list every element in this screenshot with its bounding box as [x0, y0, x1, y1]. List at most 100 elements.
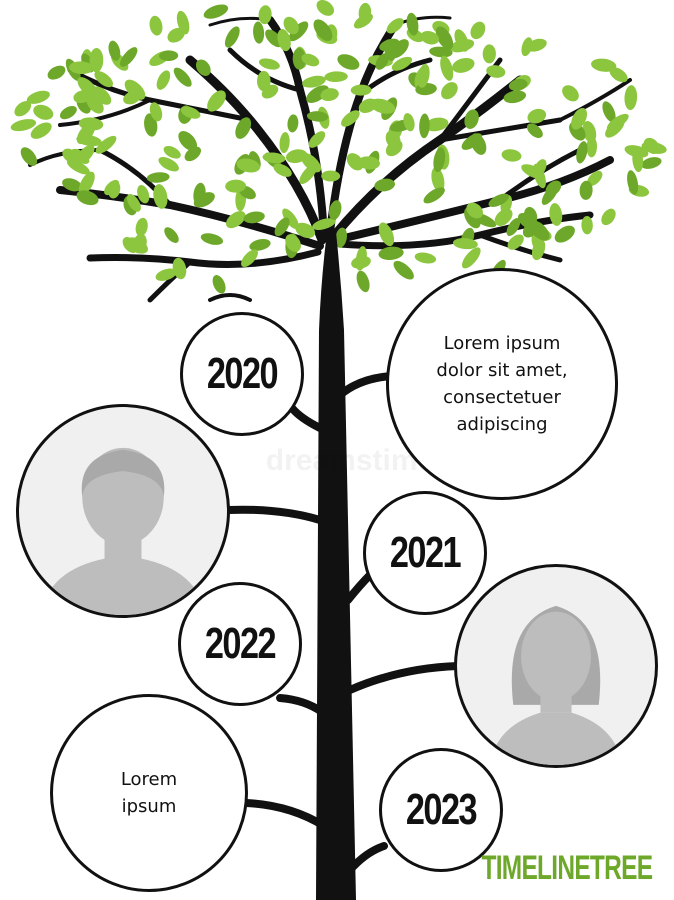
avatar-female — [454, 564, 658, 768]
leaf — [632, 147, 644, 173]
leaf — [167, 27, 185, 43]
leaf — [200, 233, 224, 245]
leaf — [586, 136, 598, 158]
tree-branch — [242, 799, 328, 830]
leaf — [581, 216, 593, 235]
leaf — [285, 234, 301, 252]
leaf — [262, 152, 286, 164]
leaf — [149, 15, 163, 36]
leaf — [94, 71, 114, 88]
leaf — [265, 29, 283, 48]
leaf — [178, 131, 198, 151]
leaf — [295, 222, 316, 239]
leaf — [627, 170, 639, 195]
leaf — [466, 202, 483, 219]
tree-branch — [288, 404, 324, 432]
leaf — [313, 19, 333, 42]
leaf — [461, 247, 481, 269]
leaf — [212, 275, 226, 294]
leaf — [378, 222, 395, 247]
bubble-line: dolor sit amet, — [436, 360, 568, 381]
leaf — [375, 53, 389, 70]
leaf — [66, 159, 90, 175]
leaf — [126, 194, 141, 212]
leaf — [351, 255, 371, 269]
leaf — [207, 90, 226, 112]
leaf — [288, 21, 309, 42]
text-bubble-bottom-left: Lorem ipsum — [50, 694, 248, 892]
leaf — [470, 133, 487, 155]
leaf — [454, 29, 469, 52]
leaf — [420, 30, 440, 45]
leaf — [287, 114, 299, 133]
leaf — [184, 146, 201, 162]
leaf — [488, 193, 510, 207]
leaf — [312, 218, 336, 230]
leaf — [393, 260, 414, 280]
leaf — [20, 147, 38, 166]
leaf — [119, 47, 138, 67]
leaf — [164, 227, 179, 243]
leaf — [501, 149, 522, 162]
leaf — [419, 113, 430, 139]
leaf — [95, 135, 117, 154]
leaf — [417, 63, 430, 88]
leaf — [424, 117, 449, 132]
leaf — [62, 178, 82, 192]
tree-branch — [276, 694, 326, 716]
leaf — [526, 123, 543, 138]
leaf — [346, 153, 364, 171]
year-label-2020: 2020 — [206, 349, 279, 398]
leaf — [527, 108, 547, 124]
leaf — [180, 106, 201, 119]
tree-branch — [224, 505, 324, 524]
leaf — [279, 132, 290, 154]
leaf — [571, 107, 588, 130]
leaf — [256, 70, 271, 92]
tree-branch — [558, 78, 632, 122]
tree-branch — [56, 186, 324, 250]
leaf — [601, 208, 616, 226]
leaf — [77, 77, 98, 98]
leaf — [576, 141, 588, 164]
leaf — [606, 113, 629, 131]
leaf — [308, 131, 326, 148]
leaf — [503, 90, 527, 104]
leaf — [641, 141, 667, 154]
leaf — [526, 38, 547, 52]
leaf — [249, 239, 271, 251]
leaf — [508, 78, 528, 91]
leaf — [76, 122, 96, 145]
leaf — [277, 29, 291, 52]
leaf — [414, 252, 437, 264]
leaf — [549, 203, 563, 226]
leaf — [435, 26, 454, 50]
leaf — [335, 227, 347, 248]
bubble-line: adipiscing — [456, 414, 548, 435]
leaf — [274, 217, 290, 237]
tree-branch — [86, 248, 322, 268]
leaf — [132, 233, 147, 254]
leaf — [69, 61, 94, 75]
tree-branch — [336, 372, 396, 399]
leaf — [609, 67, 628, 83]
male-avatar-icon — [40, 447, 206, 615]
bubble-text-top-right: Lorem ipsum dolor sit amet, consectetuer… — [436, 330, 567, 438]
leaf — [301, 53, 320, 67]
leaf — [62, 148, 79, 164]
leaf — [226, 211, 246, 229]
leaf — [320, 88, 339, 102]
leaf — [356, 270, 370, 293]
leaf — [470, 21, 486, 40]
leaf — [124, 79, 146, 100]
leaf — [258, 5, 272, 25]
leaf — [149, 102, 163, 122]
year-circle-2023: 2023 — [379, 748, 503, 872]
year-label-2022: 2022 — [204, 619, 277, 668]
leaf — [153, 184, 168, 209]
leaf — [73, 90, 92, 104]
leaf — [258, 58, 280, 70]
leaf — [159, 50, 179, 62]
leaf — [107, 180, 121, 199]
leaf — [224, 26, 240, 48]
